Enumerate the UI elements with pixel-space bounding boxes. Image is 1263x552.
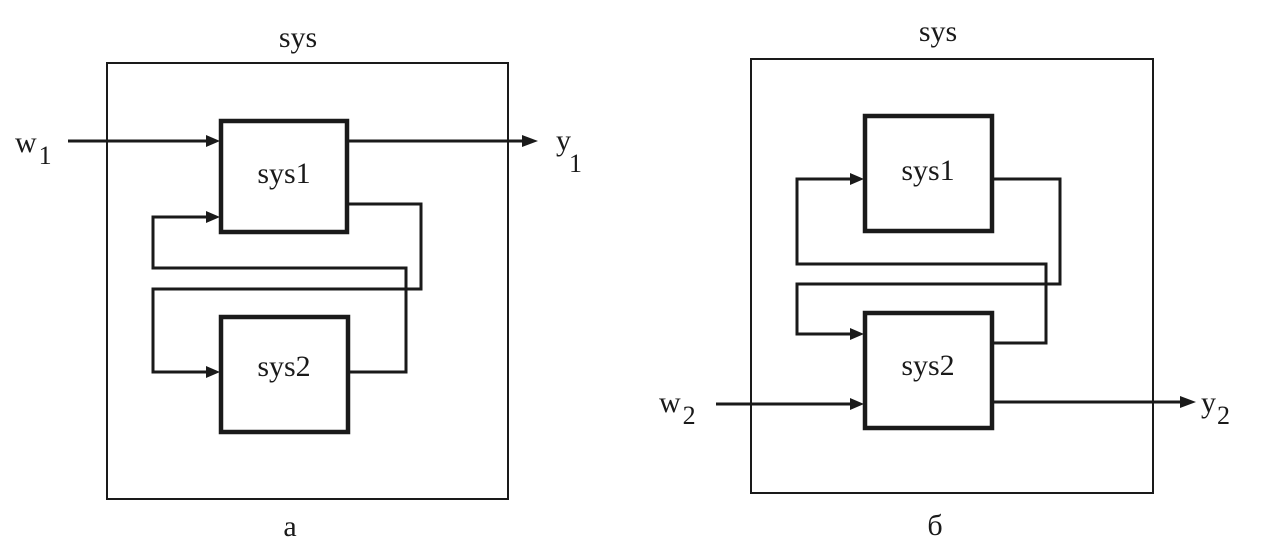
panel-a-block-sys1 xyxy=(218,118,350,235)
panel-a-wire-sys1-to-sys2 xyxy=(151,202,423,374)
panel-a-arrowhead-into-sys2 xyxy=(206,366,220,378)
panel-a-output-arrowhead xyxy=(522,135,538,147)
panel-b-wire-sys2-to-sys1 xyxy=(795,177,1048,345)
panel-b-block-sys2-label: sys2 xyxy=(901,349,954,382)
panel-a-input-label: w1 xyxy=(15,126,52,170)
panel-b-output-arrowhead xyxy=(1180,396,1196,408)
panel-b-block-sys1-label: sys1 xyxy=(901,154,954,187)
panel-a-input-arrowhead xyxy=(206,135,220,147)
panel-b-caption: б xyxy=(927,509,942,542)
panel-a-outer-label: sys xyxy=(279,21,317,54)
panel-b: sys sys1 sys2 w2 y2 б xyxy=(659,15,1230,542)
panel-b-block-sys2 xyxy=(862,310,995,431)
panel-b-arrowhead-into-sys1 xyxy=(850,173,864,185)
panel-a-block-sys2-label: sys2 xyxy=(257,350,310,383)
panel-a-block-sys2 xyxy=(218,314,351,435)
panel-b-outer-system-box xyxy=(750,58,1154,494)
panel-a-caption: а xyxy=(283,510,296,543)
panel-b-input-arrowhead xyxy=(850,398,864,410)
panel-a-arrowhead-into-sys1 xyxy=(206,211,220,223)
panel-a-outer-system-box xyxy=(106,62,509,500)
panel-a-block-sys1-label: sys1 xyxy=(257,157,310,190)
panel-b-output-label: y2 xyxy=(1201,386,1230,430)
panel-b-wire-sys1-to-sys2 xyxy=(795,177,1062,336)
panel-a-wire-sys2-to-sys1 xyxy=(151,215,408,374)
panel-b-input-label: w2 xyxy=(659,386,696,430)
panel-b-block-sys1 xyxy=(862,113,995,234)
panel-b-arrowhead-into-sys2 xyxy=(850,328,864,340)
panel-b-outer-label: sys xyxy=(919,15,957,48)
